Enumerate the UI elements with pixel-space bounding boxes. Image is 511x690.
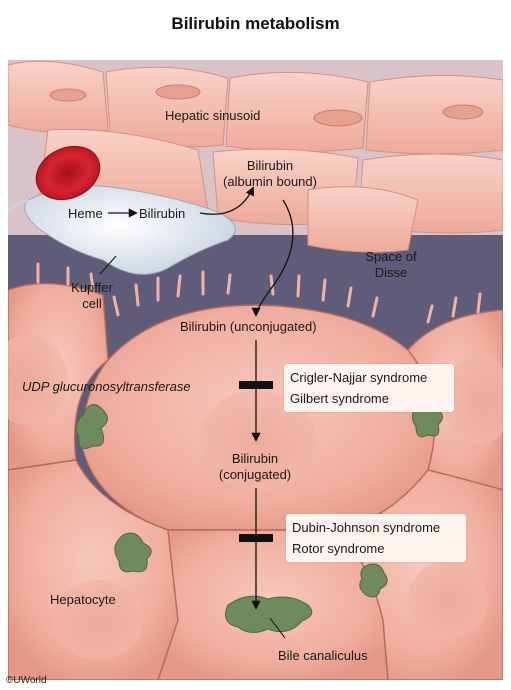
- syndrome-box-2: Dubin-Johnson syndrome Rotor syndrome: [286, 514, 466, 562]
- label-space-of-disse-line2: Disse: [374, 265, 408, 280]
- illustration: [8, 60, 503, 680]
- block-bar-1: [239, 381, 273, 389]
- arrow-albumin-to-unconjugated: [251, 199, 294, 317]
- label-space-of-disse-line1: Space of: [365, 249, 417, 264]
- diagram-title: Bilirubin metabolism: [171, 14, 340, 33]
- label-bile-canaliculus: Bile canaliculus: [278, 648, 368, 663]
- label-space-of-disse: Space of Disse: [356, 249, 426, 281]
- syndrome-dubin-johnson: Dubin-Johnson syndrome: [292, 520, 441, 535]
- label-enzyme: UDP glucuronosyltransferase: [22, 379, 191, 394]
- pointer-kupffer: [99, 255, 117, 275]
- label-bilirubin-albumin-line1: Bilirubin: [246, 158, 294, 173]
- label-bilirubin-kupffer: Bilirubin: [139, 206, 186, 221]
- red-blood-cell: [35, 145, 101, 201]
- label-bilirubin-conjugated-line1: Bilirubin: [231, 451, 279, 466]
- label-bilirubin-unconjugated: Bilirubin (unconjugated): [180, 319, 317, 334]
- block-bar-2: [239, 534, 273, 542]
- bile-canaliculi: [75, 400, 443, 633]
- copyright-notice: ©UWorld: [6, 675, 47, 686]
- pointer-canaliculus: [269, 617, 286, 639]
- syndrome-rotor: Rotor syndrome: [292, 541, 385, 556]
- label-heme: Heme: [68, 206, 103, 221]
- label-kupffer-cell: Kupffer cell: [62, 280, 122, 312]
- label-bilirubin-albumin: Bilirubin (albumin bound): [215, 158, 325, 190]
- label-bilirubin-conjugated-line2: (conjugated): [218, 467, 292, 482]
- kupffer-cell: [8, 185, 236, 275]
- label-kupffer-line2: cell: [82, 296, 102, 311]
- wall-nuclei: [49, 84, 484, 127]
- syndrome-box-1: Crigler-Najjar syndrome Gilbert syndrome: [284, 364, 454, 412]
- syndrome-gilbert: Gilbert syndrome: [290, 391, 389, 406]
- label-hepatic-sinusoid: Hepatic sinusoid: [165, 108, 261, 123]
- label-bilirubin-conjugated: Bilirubin (conjugated): [205, 451, 305, 483]
- hepatocyte-nuclei: [8, 335, 503, 660]
- label-hepatocyte: Hepatocyte: [50, 592, 116, 607]
- label-bilirubin-albumin-line2: (albumin bound): [223, 174, 317, 189]
- label-kupffer-line1: Kupffer: [71, 280, 113, 295]
- microvilli: [36, 262, 482, 324]
- arrow-bilirubin-to-albumin: [199, 186, 255, 215]
- syndrome-crigler-najjar: Crigler-Najjar syndrome: [290, 370, 428, 385]
